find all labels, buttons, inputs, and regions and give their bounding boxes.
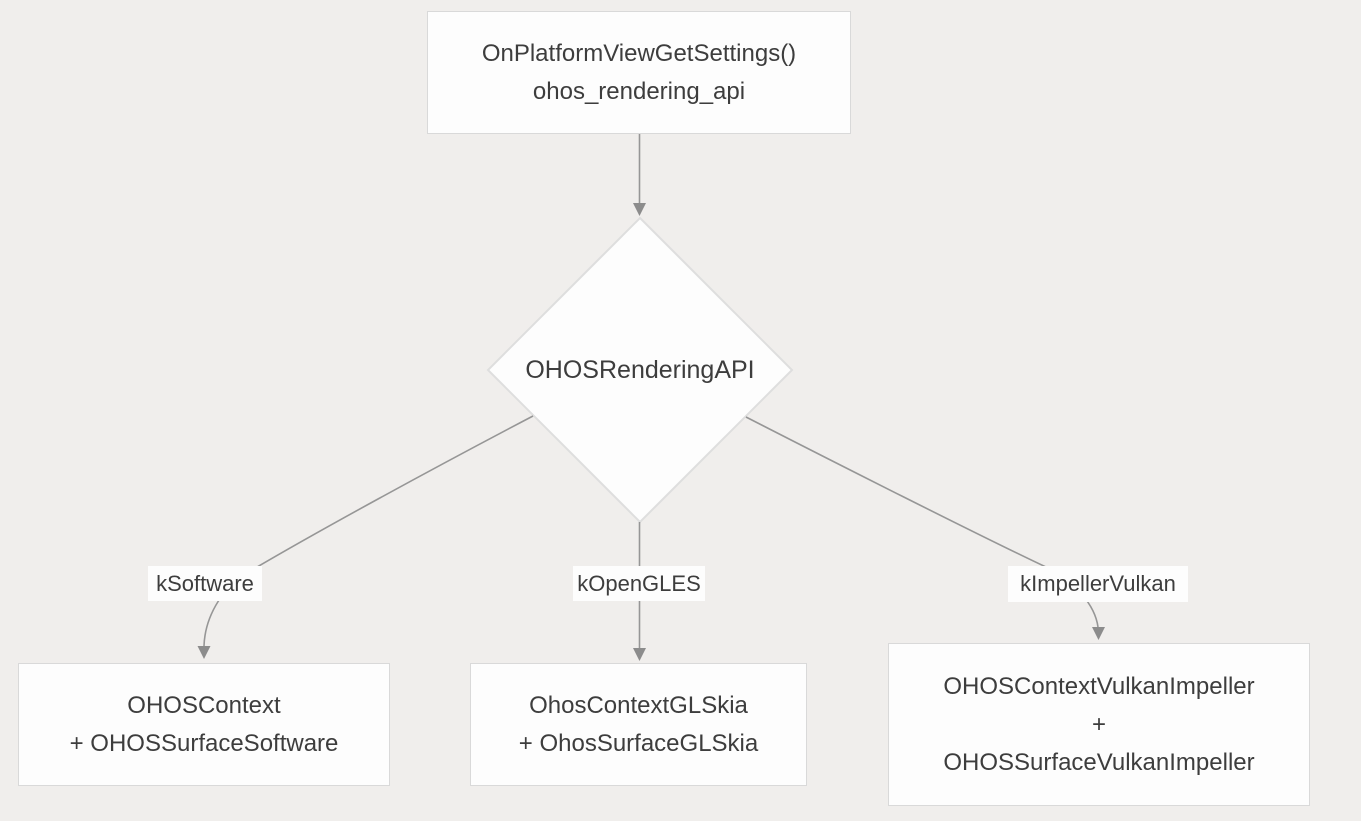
node-start: OnPlatformViewGetSettings() ohos_renderi… <box>427 11 851 134</box>
node-start-line-2: ohos_rendering_api <box>532 77 746 105</box>
edge-decision-to-software-arrowhead-icon <box>197 646 211 659</box>
decision-node-label: OHOSRenderingAPI <box>525 356 755 384</box>
edge-decision-to-vulkan-arrowhead-icon <box>1092 627 1105 640</box>
node-opengles-line-1: OhosContextGLSkia <box>529 691 748 719</box>
node-opengles-line-2: + OhosSurfaceGLSkia <box>518 729 759 757</box>
node-start-line-1: OnPlatformViewGetSettings() <box>481 39 797 67</box>
node-software-result: OHOSContext + OHOSSurfaceSoftware <box>18 663 390 786</box>
edge-label-kopengles: kOpenGLES <box>573 566 705 601</box>
node-software-line-2: + OHOSSurfaceSoftware <box>69 729 339 757</box>
edge-decision-to-opengles-arrowhead-icon <box>633 648 646 661</box>
node-opengles-result: OhosContextGLSkia + OhosSurfaceGLSkia <box>470 663 807 786</box>
node-vulkan-line-2: + <box>1091 710 1106 738</box>
node-vulkan-line-1: OHOSContextVulkanImpeller <box>943 672 1255 700</box>
node-vulkan-result: OHOSContextVulkanImpeller + OHOSSurfaceV… <box>888 643 1310 806</box>
node-software-line-1: OHOSContext <box>127 691 281 719</box>
edge-label-ksoftware: kSoftware <box>148 566 262 601</box>
edge-start-to-decision-arrowhead-icon <box>633 203 646 216</box>
edge-decision-to-software-path <box>203 415 534 647</box>
edge-label-kimpellervulkan: kImpellerVulkan <box>1008 566 1188 602</box>
node-vulkan-line-3: OHOSSurfaceVulkanImpeller <box>943 748 1255 776</box>
